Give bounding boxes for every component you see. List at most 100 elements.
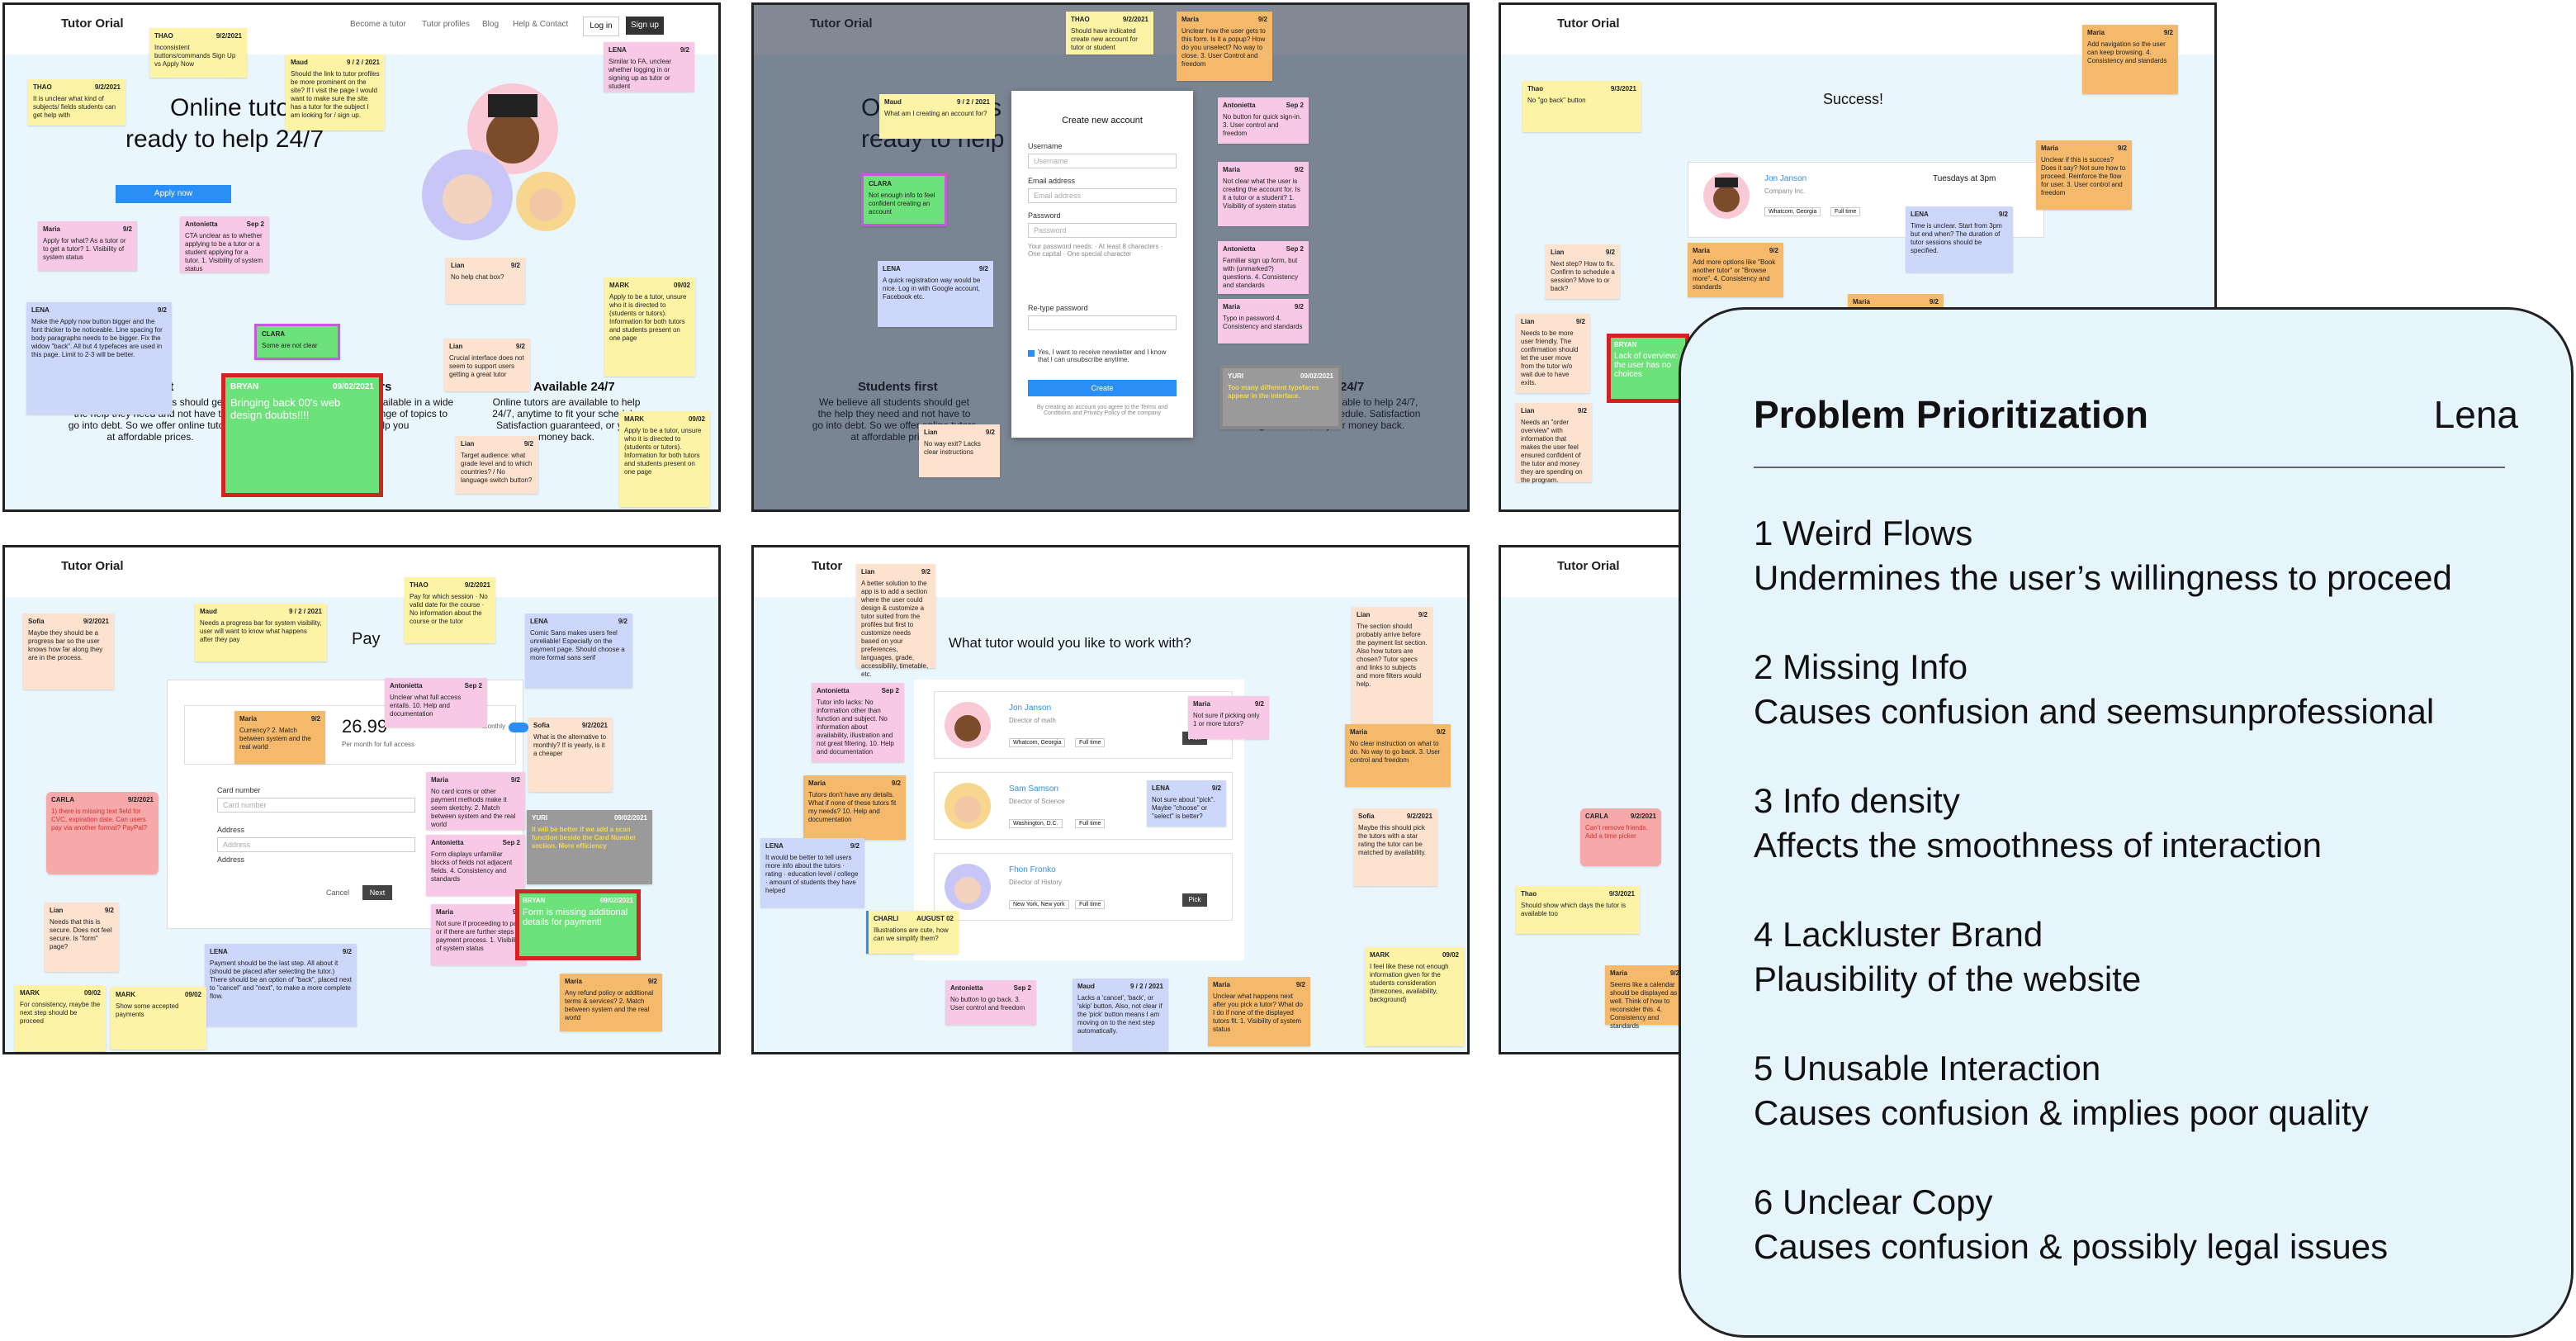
brand-logo[interactable]: Tutor Orial [1557,17,1620,31]
retype-input[interactable] [1028,315,1177,330]
priority-heading: 1 Weird Flows [1754,514,1973,552]
priority-item: 3 Info density Affects the smoothness of… [1754,779,2322,868]
priority-item: 1 Weird Flows Undermines the user’s will… [1754,511,2452,600]
priority-description: Undermines the user’s willingness to pro… [1754,558,2452,597]
tutor-location-tag: Whatcom, Georgia [1009,738,1066,747]
address-label: Address [217,826,245,834]
board-frame-signup: Tutor Orial Online tutors ready to help … [751,2,1470,512]
monthly-label: Monthly [482,723,506,730]
brand-logo[interactable]: Tutor Orial [61,559,124,573]
section-available: 24/7 [1340,380,1365,394]
tutor-name[interactable]: Sam Samson [1009,784,1059,794]
create-button[interactable]: Create [1028,380,1177,396]
monthly-toggle[interactable] [509,723,528,732]
priority-item: 4 Lackluster Brand Plausibility of the w… [1754,912,2141,1002]
card-number-input[interactable]: Card number [217,798,415,813]
tutor-location-tag: New York, New york [1009,900,1069,909]
password-input[interactable]: Password [1028,223,1177,238]
newsletter-checkbox[interactable] [1028,350,1035,357]
brand-logo[interactable]: Tutor Orial [810,17,873,31]
address-label-2: Address [217,855,245,864]
board-frame-choose-tutor: Tutor What tutor would you like to work … [751,545,1470,1054]
section-available-desc: Online tutors are available to help 24/7… [492,396,641,443]
price-value: 26.99 [342,716,388,737]
brand-logo[interactable]: Tutor Orial [61,17,124,31]
tutor-name[interactable]: Jon Janson [1009,704,1052,713]
price-box: 26.99 Per month for full access Monthly [184,705,528,765]
success-title: Success! [1823,91,1884,107]
next-button[interactable]: Next [362,885,392,900]
apply-now-button[interactable]: Apply now [116,185,231,203]
address-input[interactable]: Address [217,837,415,852]
card-number-label: Card number [217,786,261,794]
email-input[interactable]: Email address [1028,188,1177,203]
signup-button[interactable]: Sign up [626,17,664,35]
nav-tutor-profiles[interactable]: Tutor profiles [422,20,470,29]
cancel-button[interactable]: Cancel [325,888,349,897]
schedule-text: Tuesdays at 3pm [1933,174,1996,183]
brand-logo[interactable]: Tutor Orial [1557,559,1620,573]
priority-description: Affects the smoothness of interaction [1754,826,2322,865]
tutor-location-tag: Washington, D.C. [1009,819,1063,828]
panel-author: Lena [2433,393,2518,436]
pick-button[interactable]: Pick [1182,893,1207,907]
nav-help-contact[interactable]: Help & Contact [513,20,569,29]
tutor-type-tag: Full time [1075,738,1106,747]
newsletter-label: Yes, I want to receive newsletter and I … [1038,348,1167,363]
brand-logo[interactable]: Tutor [812,559,843,573]
section-available: Available 24/7 [533,380,615,394]
choose-title: What tutor would you like to work with? [949,635,1191,651]
priority-description: Causes confusion & possibly legal issues [1754,1227,2389,1266]
signup-modal: Create new account Username Username Ema… [1011,91,1193,438]
pay-title: Pay [352,630,381,648]
priority-description: Causes confusion & implies poor quality [1754,1093,2369,1132]
tutor-type-tag: Full time [1830,207,1861,216]
problem-prioritization-panel: Problem Prioritization Lena 1 Weird Flow… [1679,307,2574,1338]
tutor-name[interactable]: Fhon Fronko [1009,865,1056,874]
terms-text: By creating an account you agree to the … [1036,405,1168,416]
tutor-name[interactable]: Jon Janson [1764,174,1807,183]
tutor-row[interactable]: Fhon Fronko Director of History New York… [934,853,1233,921]
section-students-first: Students first [858,380,938,394]
username-input[interactable]: Username [1028,154,1177,168]
priority-heading: 4 Lackluster Brand [1754,915,2043,954]
login-button[interactable]: Log in [583,17,619,36]
board-frame-home: Tutor Orial Become a tutor Tutor profile… [2,2,721,512]
email-label: Email address [1028,177,1076,185]
nav-blog[interactable]: Blog [482,20,500,29]
nav-become-tutor[interactable]: Become a tutor [350,20,406,29]
